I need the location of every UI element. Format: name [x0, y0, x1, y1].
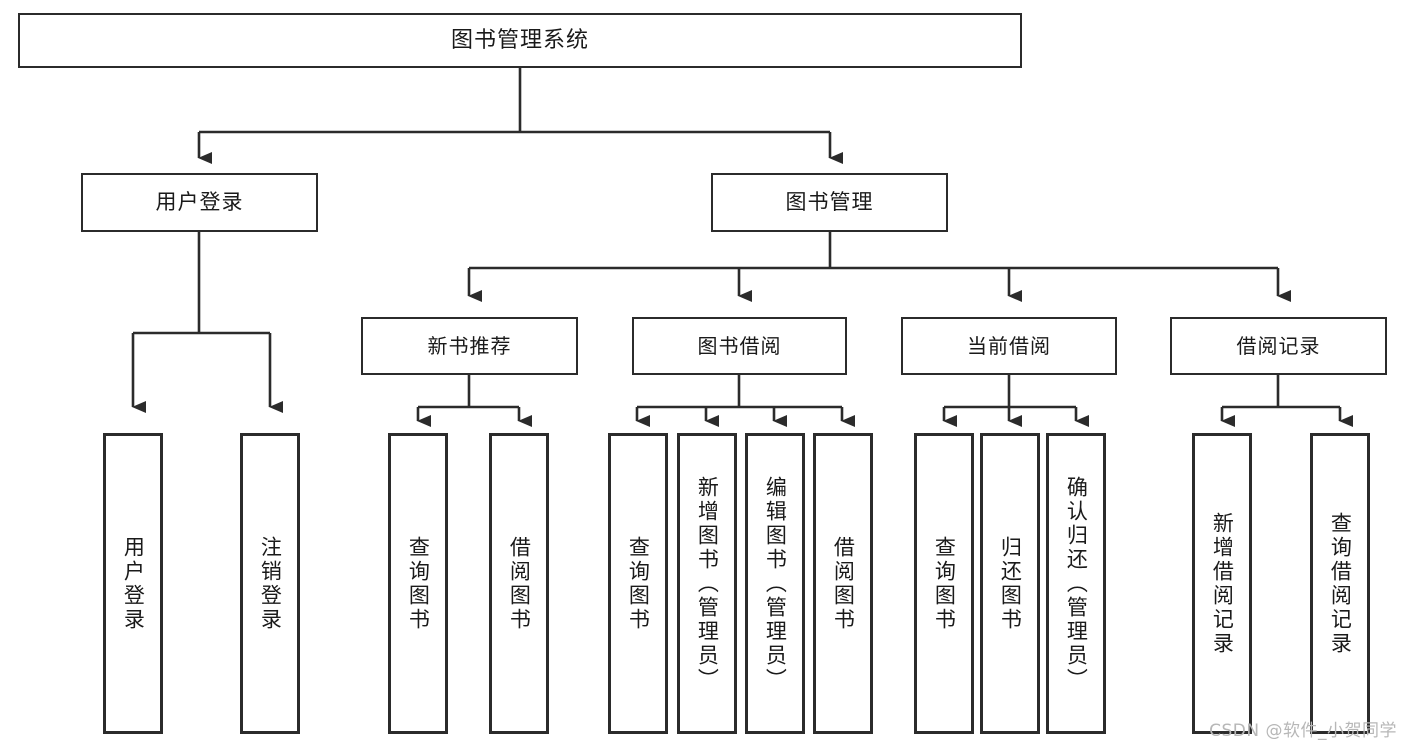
node-label: 图书管理系统 [450, 27, 589, 53]
leaf-confirm-return-admin[interactable]: 确认归还（管理员） [1046, 433, 1106, 734]
node-label: 新增图书（管理员） [695, 475, 720, 692]
node-borrow-record[interactable]: 借阅记录 [1170, 317, 1387, 375]
leaf-borrow-book-new[interactable]: 借阅图书 [489, 433, 549, 734]
node-label: 编辑图书（管理员） [763, 475, 788, 692]
node-label: 图书借阅 [697, 333, 782, 358]
node-book-management[interactable]: 图书管理 [711, 173, 948, 232]
leaf-user-login[interactable]: 用户登录 [103, 433, 163, 734]
node-label: 新书推荐 [427, 333, 512, 358]
leaf-query-book-borrow[interactable]: 查询图书 [608, 433, 668, 734]
leaf-logout-login[interactable]: 注销登录 [240, 433, 300, 734]
leaf-edit-book-admin[interactable]: 编辑图书（管理员） [745, 433, 805, 734]
node-label: 图书管理 [785, 190, 874, 215]
node-label: 注销登录 [258, 535, 283, 632]
node-label: 查询图书 [406, 535, 431, 632]
node-label: 用户登录 [155, 190, 244, 215]
node-label: 借阅记录 [1236, 333, 1321, 358]
node-root-system[interactable]: 图书管理系统 [18, 13, 1022, 68]
leaf-add-borrow-record[interactable]: 新增借阅记录 [1192, 433, 1252, 734]
node-label: 查询借阅记录 [1328, 511, 1353, 656]
leaf-borrow-book[interactable]: 借阅图书 [813, 433, 873, 734]
node-label: 借阅图书 [507, 535, 532, 632]
node-book-borrow[interactable]: 图书借阅 [632, 317, 847, 375]
leaf-query-book-current[interactable]: 查询图书 [914, 433, 974, 734]
leaf-add-book-admin[interactable]: 新增图书（管理员） [677, 433, 737, 734]
node-user-login[interactable]: 用户登录 [81, 173, 318, 232]
node-label: 查询图书 [932, 535, 957, 632]
leaf-query-borrow-record[interactable]: 查询借阅记录 [1310, 433, 1370, 734]
node-label: 新增借阅记录 [1210, 511, 1235, 656]
leaf-query-book-new[interactable]: 查询图书 [388, 433, 448, 734]
node-label: 用户登录 [121, 535, 146, 632]
node-new-book-recommend[interactable]: 新书推荐 [361, 317, 578, 375]
node-label: 确认归还（管理员） [1064, 475, 1089, 692]
node-label: 查询图书 [626, 535, 651, 632]
node-label: 借阅图书 [831, 535, 856, 632]
leaf-return-book[interactable]: 归还图书 [980, 433, 1040, 734]
node-label: 当前借阅 [967, 333, 1051, 358]
node-current-borrow[interactable]: 当前借阅 [901, 317, 1117, 375]
node-label: 归还图书 [998, 535, 1023, 632]
